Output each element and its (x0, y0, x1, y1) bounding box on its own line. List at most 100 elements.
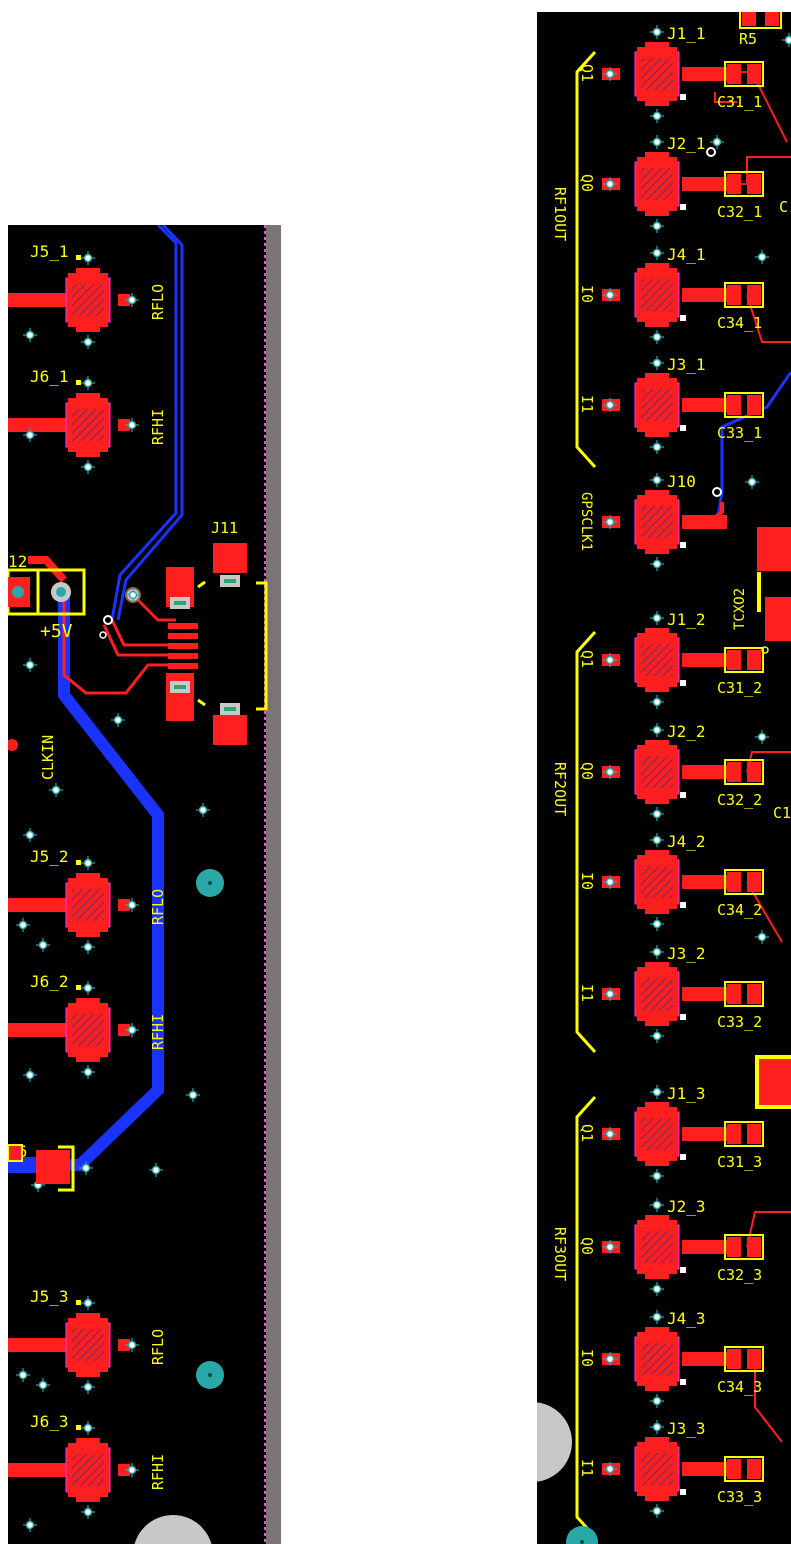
sma-J6_3-pad-top (68, 1443, 108, 1454)
rsma-J3_1-hatch (641, 389, 673, 421)
label-j12: 12 (8, 552, 27, 571)
rvia-bot-J2_3-dot (652, 1284, 662, 1294)
rvia-bot-J10-dot (652, 559, 662, 569)
rmount-via-core (580, 1540, 584, 1544)
rcapref-J3_1: C33_1 (717, 424, 762, 442)
rcapref-J2_3: C32_3 (717, 1266, 762, 1284)
sma-J6_1-pad-top (68, 398, 108, 409)
group-label-0: RF1OUT (551, 187, 569, 241)
rvia-top-J4_1-dot (652, 248, 662, 258)
rgnd-J4_2-dot (605, 877, 615, 887)
pin-J6_3-dot (127, 1465, 137, 1475)
via-top-J5_3-dot (83, 1298, 93, 1308)
rcap-b-J3_1 (747, 395, 761, 415)
rgnd-J1_3-dot (605, 1129, 615, 1139)
via-edge-4-dot (18, 920, 28, 930)
rcapref-J4_2: C34_2 (717, 901, 762, 919)
rvia-top-J2_2-dot (652, 725, 662, 735)
rgnd-J3_1-dot (605, 400, 615, 410)
pin-J5_3-dot (127, 1340, 137, 1350)
rcap-b-J3_2 (747, 984, 761, 1004)
via-edge-8-dot (18, 1370, 28, 1380)
rsignal-J2_1 (682, 177, 727, 191)
rcap-b-J2_2 (747, 762, 761, 782)
via-top-J5_1-dot (83, 253, 93, 263)
rcapref-J1_2: C31_2 (717, 679, 762, 697)
rpin1-J4_1 (680, 315, 686, 321)
rcap-a-J2_3 (727, 1237, 741, 1257)
via-mid-3-dot (188, 1090, 198, 1100)
sma-J5_2-pad-bottom (68, 921, 108, 932)
rcap-b-J2_3 (747, 1237, 761, 1257)
rvia-top-J2_3-dot (652, 1200, 662, 1210)
rsma-J3_3-pad-top (637, 1442, 677, 1453)
rsma-J4_2-pad-bottom (637, 898, 677, 909)
rcap-b-J1_3 (747, 1124, 761, 1144)
rcap-a-J1_3 (727, 1124, 741, 1144)
ref-J5_2: J5_2 (30, 847, 69, 866)
pin1-J5_3 (76, 1300, 81, 1305)
rref-J2_1: J2_1 (667, 134, 706, 153)
pin1-J5_1 (76, 255, 81, 260)
rside-J3_3: I1 (578, 1459, 596, 1477)
rcap-a-J4_1 (727, 285, 741, 305)
rtrace-blue (687, 371, 791, 524)
j11-hole-slot-2 (174, 601, 186, 605)
rsma-J4_1-hatch (641, 279, 673, 311)
rpin1-J3_2 (680, 1014, 686, 1020)
sma-J6_2-hatch (72, 1014, 104, 1046)
j12-outline-left (8, 568, 40, 616)
rsma-J3_2-pad-bottom (637, 1010, 677, 1021)
j16-pad-2 (36, 1150, 70, 1184)
ref-J5_3: J5_3 (30, 1287, 69, 1306)
trace-j12 (28, 556, 67, 583)
rref-J3_1: J3_1 (667, 355, 706, 374)
rsma-J2_2-pad-top (637, 745, 677, 756)
rsignal-J3_1 (682, 398, 727, 412)
rcap-b-J3_3 (747, 1459, 761, 1479)
rcap-b-J4_2 (747, 872, 761, 892)
sma-J5_3-pad-top (68, 1318, 108, 1329)
j11-mark-2 (197, 698, 206, 707)
rvia-top-J1_2-dot (652, 613, 662, 623)
rref-J1_3: J1_3 (667, 1084, 706, 1103)
rsma-J4_2-hatch (641, 866, 673, 898)
label-j11: J11 (211, 519, 238, 537)
via-bot-J6_2-dot (83, 1067, 93, 1077)
rgnd-J1_2-dot (605, 655, 615, 665)
r5-outline (739, 12, 782, 29)
rgnd-J2_3-dot (605, 1242, 615, 1252)
sma-J6_2-pad-bottom (68, 1046, 108, 1057)
rsma-J4_3-pad-bottom (637, 1375, 677, 1386)
rref-J3_2: J3_2 (667, 944, 706, 963)
trace-5v (58, 595, 164, 1171)
rtrace-3 (746, 294, 791, 343)
rpin1-J1_3 (680, 1154, 686, 1160)
right-edge-comp (755, 1055, 791, 1109)
pin1-J6_1 (76, 380, 81, 385)
rcap-b-J4_1 (747, 285, 761, 305)
rside-J1_1: Q1 (578, 64, 596, 82)
rcap-outline-J1_2 (724, 647, 764, 673)
rref-J1_2: J1_2 (667, 610, 706, 629)
via-medium-x-dot (128, 590, 138, 600)
rsma-J2_2-pad-bottom (637, 788, 677, 799)
rsma-J10-pad-top (637, 495, 677, 506)
via-large-1-core (208, 881, 212, 885)
rpin1-J3_1 (680, 425, 686, 431)
sma-J6_3-hatch (72, 1454, 104, 1486)
rvia-top-J10-dot (652, 475, 662, 485)
rside-J3_2: I1 (578, 984, 596, 1002)
rvia-bot-J4_1-dot (652, 332, 662, 342)
mounting-hole (134, 1515, 212, 1544)
pin-J6_1-dot (127, 420, 137, 430)
rside-J1_2: Q1 (578, 650, 596, 668)
rsignal-J3_3 (682, 1462, 727, 1476)
rvia-bot-J2_1-dot (652, 221, 662, 231)
rvia-misc-3-dot (757, 732, 767, 742)
signal-pad-J5_2 (118, 899, 130, 911)
pin1-J5_2 (76, 860, 81, 865)
net-J5_3: RFLO (149, 1329, 167, 1365)
rcap-outline-J1_1 (724, 61, 764, 87)
rsma-J2_3-pad-top (637, 1220, 677, 1231)
